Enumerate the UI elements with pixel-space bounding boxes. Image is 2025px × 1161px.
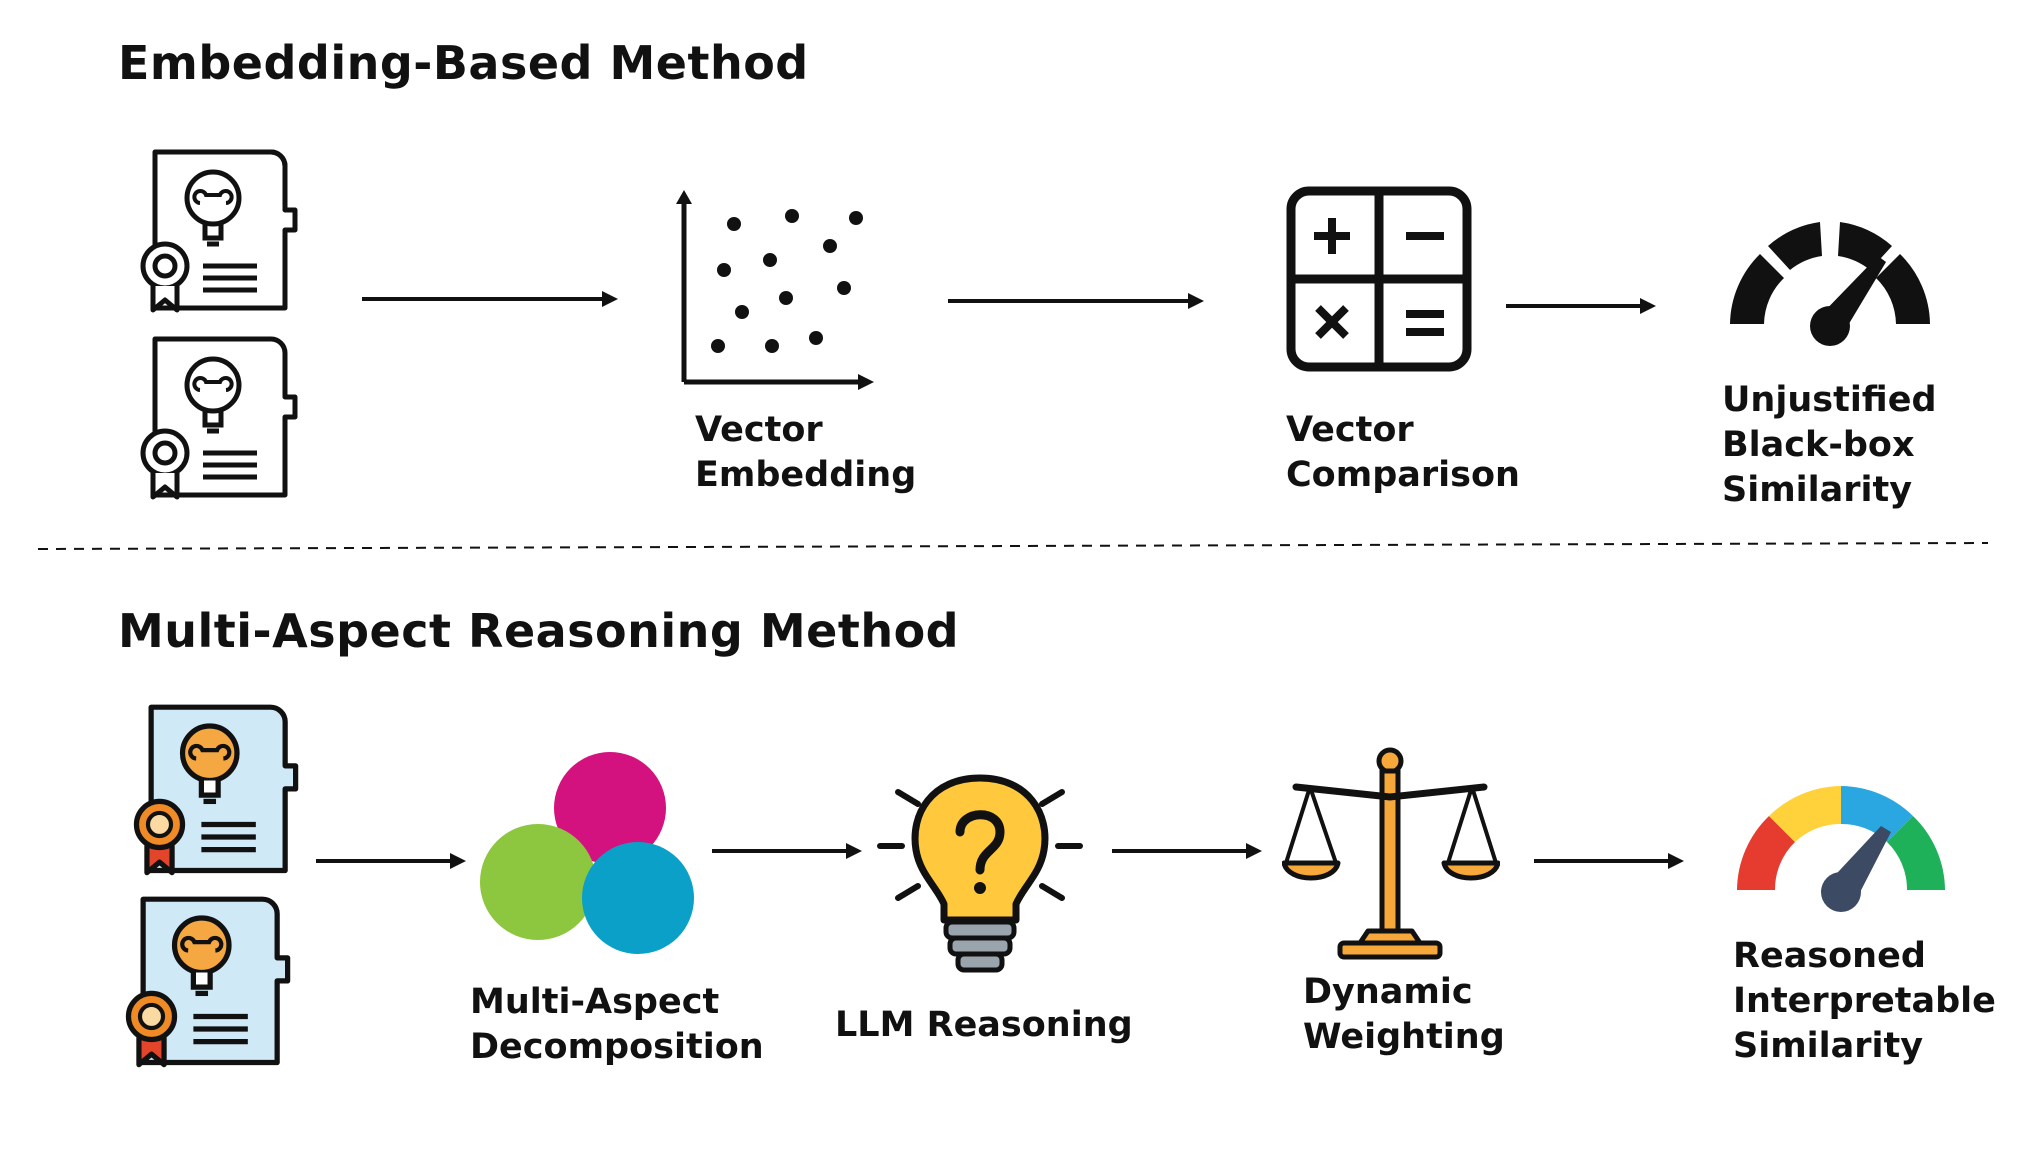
flow-arrow: [948, 293, 1204, 309]
question-bulb-icon: [877, 774, 1083, 973]
balance-scale-icon: [1282, 747, 1500, 960]
interpretable-similarity-label: Reasoned Interpretable Similarity: [1733, 936, 1996, 1066]
reasoning-method-title: Multi-Aspect Reasoning Method: [118, 604, 960, 658]
flow-arrow: [316, 853, 466, 869]
speedometer-icon: [1730, 222, 1930, 346]
patent-document-icon: [133, 704, 299, 876]
colored-gauge-icon: [1737, 786, 1945, 912]
flow-arrow: [1112, 843, 1262, 859]
calculator-icon: [1286, 186, 1472, 372]
flow-arrow: [1506, 298, 1656, 314]
llm-reasoning-label: LLM Reasoning: [835, 1005, 1133, 1045]
patent-document-icon: [125, 896, 291, 1068]
embedding-method-title: Embedding-Based Method: [118, 36, 809, 90]
flow-arrow: [362, 291, 618, 307]
vector-embedding-label: Vector Embedding: [695, 410, 917, 495]
patent-document-icon: [140, 149, 298, 313]
patent-document-icon: [140, 336, 298, 500]
decomposition-label: Multi-Aspect Decomposition: [470, 982, 764, 1067]
flow-arrow: [712, 843, 862, 859]
vector-comparison-label: Vector Comparison: [1286, 410, 1520, 495]
flow-arrow: [1534, 853, 1684, 869]
scatter-plot-icon: [676, 190, 874, 390]
black-box-similarity-label: Unjustified Black-box Similarity: [1722, 380, 1937, 510]
dynamic-weighting-label: Dynamic Weighting: [1303, 972, 1505, 1057]
section-divider: [38, 542, 1988, 550]
venn-circles-icon: [480, 752, 694, 954]
